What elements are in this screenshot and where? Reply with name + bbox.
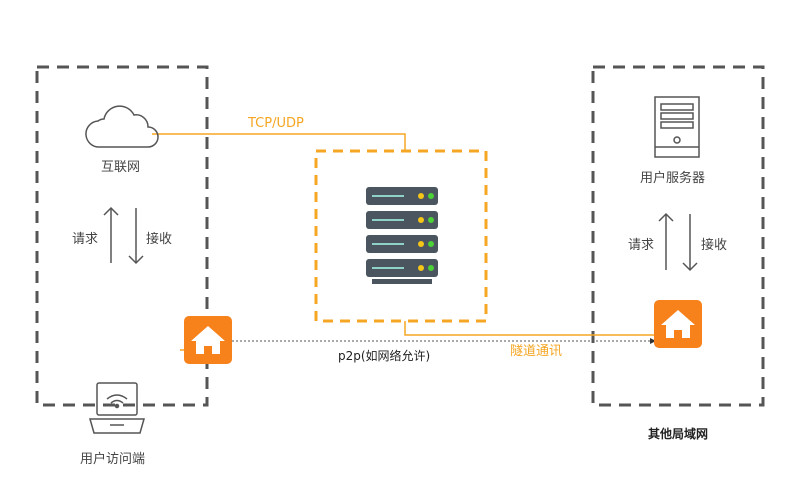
tower-server-icon [654, 96, 700, 158]
other-lan-box [591, 65, 765, 407]
user-server-label: 用户服务器 [640, 171, 706, 186]
user-client-label: 用户访问端 [80, 452, 146, 467]
p2p-arrowhead [650, 338, 656, 344]
relay-server-box [314, 149, 488, 323]
tunnel-line [404, 321, 655, 336]
receive-label-left: 接收 [146, 232, 173, 247]
request-label-left: 请求 [72, 232, 99, 247]
tunnel-label: 隧道通讯 [510, 344, 563, 359]
laptop-icon [89, 382, 145, 434]
p2p-label: p2p(如网络允许) [338, 349, 431, 363]
cloud-icon [85, 105, 159, 148]
receive-arrow-left [128, 208, 144, 265]
receive-arrow-right [682, 214, 698, 272]
other-lan-label: 其他局域网 [648, 427, 709, 441]
request-arrow-right [658, 212, 674, 270]
home-icon-right [654, 300, 702, 348]
request-arrow-left [103, 206, 119, 263]
home-icon-left [184, 316, 232, 364]
tcp-udp-line [152, 133, 406, 151]
receive-label-right: 接收 [701, 238, 728, 253]
request-label-right: 请求 [628, 238, 655, 253]
server-rack-icon [366, 187, 438, 284]
tcp-udp-label: TCP/UDP [248, 116, 304, 131]
local-network-box [35, 65, 209, 407]
internet-label: 互联网 [101, 160, 141, 175]
